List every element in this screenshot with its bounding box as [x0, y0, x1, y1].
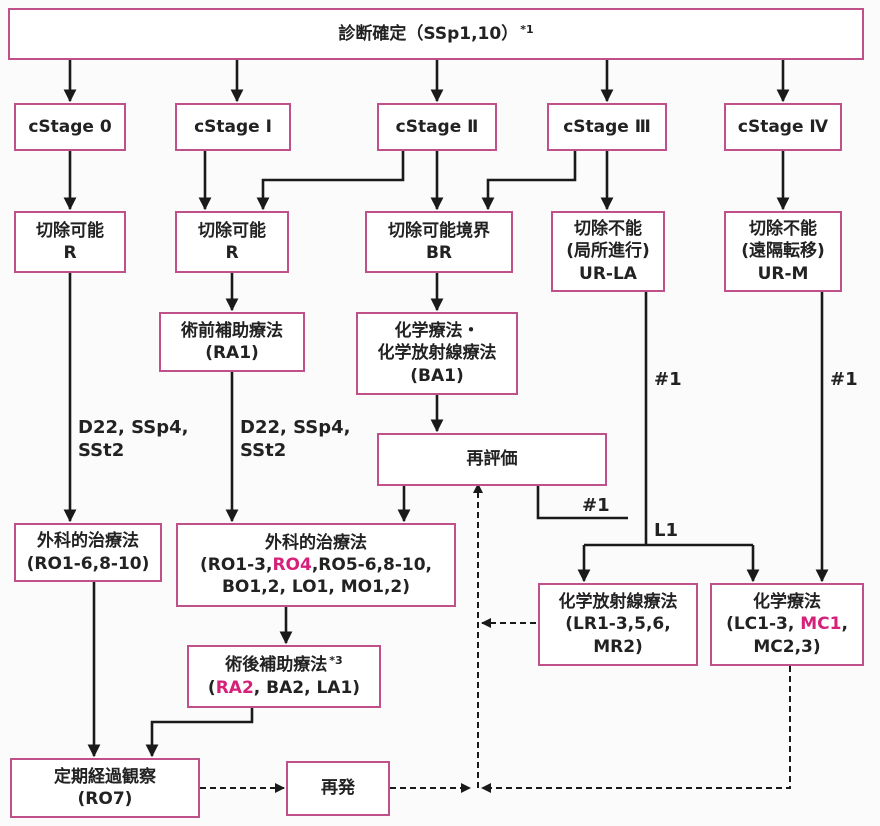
chemotherapy-line1: 化学療法 [753, 592, 821, 613]
unresectable-m-box: 切除不能 (遠隔転移) UR-M [724, 211, 842, 292]
left-refs-line2: SSt2 [78, 440, 125, 462]
chemotherapy-box: 化学療法 (LC1-3, MC1, MC2,3) [710, 583, 864, 666]
stage-0-label: cStage 0 [28, 116, 112, 137]
resectable-left-line1: 切除可能 [36, 220, 104, 241]
chemo-line3: (BA1) [410, 365, 464, 386]
adjuvant-line2-open: ( [207, 677, 216, 698]
chemo-chemoradiation-box: 化学療法・ 化学放射線療法 (BA1) [356, 312, 518, 395]
stage-4-label: cStage Ⅳ [737, 116, 829, 137]
resectable-center-line1: 切除可能 [198, 220, 266, 241]
unresectable-m-line3: UR-M [757, 263, 809, 284]
recurrence-box: 再発 [286, 761, 390, 816]
borderline-line1: 切除可能境界 [388, 220, 490, 241]
recurrence-text: 再発 [321, 778, 355, 799]
neoadjuvant-box: 術前補助療法 (RA1) [159, 312, 305, 372]
neoadjuvant-line2: (RA1) [205, 343, 259, 363]
surgery-center-ro4-highlight: RO4 [272, 554, 312, 575]
unresectable-la-line2: (局所進行) [566, 241, 650, 262]
diagnosis-box: 診断確定（SSp1,10）*1 [8, 8, 864, 60]
l1-label: L1 [654, 520, 678, 541]
stage-0-box: cStage 0 [14, 103, 126, 151]
left-refs-line1: D22, SSp4, [78, 417, 189, 438]
center-refs-label: D22, SSp4, SSt2 [240, 416, 350, 463]
stage-1-label: cStage Ⅰ [194, 116, 272, 137]
neoadjuvant-line1: 術前補助療法 [181, 320, 283, 341]
arrow-stage3-br [481, 150, 577, 211]
center-refs-line2: SSt2 [240, 440, 287, 462]
arrow-adjuvant-followup [145, 708, 254, 758]
stage-2-label: cStage Ⅱ [395, 116, 479, 137]
unresectable-m-line2: (遠隔転移) [741, 241, 825, 262]
surgery-center-line2-b: ,RO5-6,8-10, [311, 554, 433, 575]
dashed-chemotherapy-return [481, 666, 791, 793]
stage-4-box: cStage Ⅳ [724, 103, 842, 151]
stage-1-box: cStage Ⅰ [175, 103, 291, 151]
unresectable-la-box: 切除不能 (局所進行) UR-LA [551, 211, 665, 292]
adjuvant-box: 術後補助療法*3 (RA2, BA2, LA1) [187, 645, 381, 708]
followup-line2: (RO7) [77, 789, 133, 809]
followup-box: 定期経過観察 (RO7) [10, 758, 200, 818]
adjuvant-note: *3 [329, 654, 343, 668]
adjuvant-line1: 術後補助療法 [225, 655, 328, 676]
arrow-stage2-r [256, 150, 405, 211]
surgery-left-line1: 外科的治療法 [37, 531, 139, 552]
unresectable-la-line3: UR-LA [579, 263, 637, 284]
center-refs-line1: D22, SSp4, [240, 417, 351, 438]
stage-3-box: cStage Ⅲ [547, 103, 667, 151]
adjuvant-ra2-highlight: RA2 [215, 677, 254, 698]
surgery-center-line2-a: (RO1-3, [199, 554, 273, 575]
chemotherapy-mc1-highlight: MC1 [800, 614, 842, 635]
chemotherapy-line3: MC2,3) [753, 636, 821, 657]
chemoradiation-line2: (LR1-3,5,6, [565, 614, 671, 635]
resectable-center-box: 切除可能 R [175, 211, 289, 273]
diagnosis-note: *1 [520, 22, 534, 36]
chemotherapy-line2-b: , [841, 614, 848, 635]
resectable-center-line2: R [225, 243, 239, 263]
surgery-left-line2: (RO1-6,8-10) [26, 553, 150, 574]
unresectable-m-line1: 切除不能 [749, 219, 817, 240]
resectable-left-line2: R [63, 243, 77, 263]
diagnosis-text: 診断確定（SSp1,10） [338, 23, 519, 44]
unresectable-la-line1: 切除不能 [574, 219, 642, 240]
surgery-center-line3: BO1,2, LO1, MO1,2) [221, 577, 411, 598]
surgery-left-box: 外科的治療法 (RO1-6,8-10) [14, 523, 162, 582]
chemoradiation-line3: MR2) [593, 636, 643, 657]
left-refs-label: D22, SSp4, SSt2 [78, 416, 188, 463]
line-reevaluation-chemoradiation [536, 484, 628, 520]
reevaluation-box: 再評価 [377, 433, 607, 486]
chemo-line1: 化学療法・ [394, 321, 480, 342]
borderline-resectable-box: 切除可能境界 BR [365, 211, 513, 273]
hash1-la-label: #1 [654, 369, 682, 390]
chemotherapy-line2-a: (LC1-3, [726, 614, 801, 635]
borderline-line2: BR [425, 243, 453, 263]
chemo-line2: 化学放射線療法 [377, 343, 497, 364]
resectable-left-box: 切除可能 R [14, 211, 126, 273]
stage-2-box: cStage Ⅱ [377, 103, 497, 151]
adjuvant-line2-b: , BA2, LA1) [253, 677, 361, 698]
surgery-center-box: 外科的治療法 (RO1-3,RO4,RO5-6,8-10, BO1,2, LO1… [176, 523, 456, 607]
surgery-center-line1: 外科的治療法 [265, 532, 367, 553]
hash1-reevaluation-label: #1 [582, 495, 610, 516]
followup-line1: 定期経過観察 [54, 766, 156, 787]
hash1-m-label: #1 [830, 369, 858, 390]
stage-3-label: cStage Ⅲ [563, 116, 651, 137]
reevaluation-text: 再評価 [466, 449, 518, 470]
chemoradiation-box: 化学放射線療法 (LR1-3,5,6, MR2) [538, 583, 698, 666]
chemoradiation-line1: 化学放射線療法 [558, 592, 678, 613]
